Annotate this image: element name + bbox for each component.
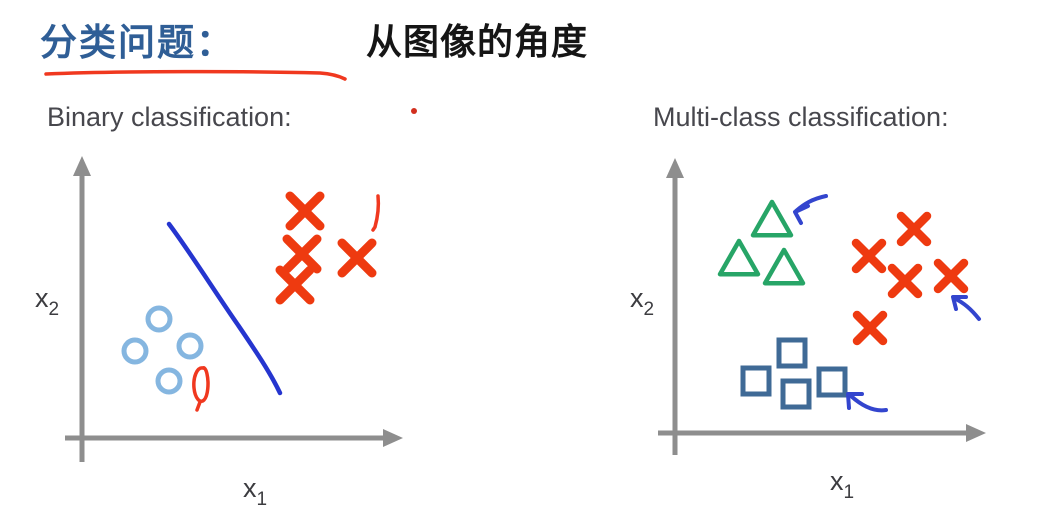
arrow-to-x-cluster [951, 295, 981, 321]
green-triangle-class-marker [762, 247, 806, 286]
red-pen-loop [192, 366, 210, 412]
page-subtitle-chinese: 从图像的角度 [366, 22, 589, 63]
red-dot [411, 108, 417, 114]
red-x-class-marker [852, 310, 888, 346]
multi-y-axis-label: x2 [630, 283, 654, 320]
blue-circle-class-marker [121, 337, 149, 365]
red-x-class-marker [337, 238, 377, 278]
title-red-underline [44, 69, 347, 81]
red-x-class-marker [275, 265, 315, 305]
arrow-to-squares [846, 392, 888, 413]
binary-data-layer [121, 191, 381, 412]
binary-x-axis-label: x1 [243, 473, 267, 510]
green-triangle-class-marker [717, 238, 761, 277]
red-x-class-marker [896, 211, 932, 247]
blue-square-class-marker [740, 365, 772, 397]
red-x-class-marker [282, 234, 322, 274]
green-triangle-class-marker [750, 199, 794, 238]
binary-panel-heading: Binary classification: [47, 102, 292, 132]
multi-x-axis-label: x1 [830, 466, 854, 503]
red-x-class-marker [285, 191, 325, 231]
red-x-class-marker [933, 258, 969, 294]
multi-axes: x2 x1 [630, 158, 986, 503]
multi-data-layer [717, 194, 981, 413]
multi-panel-heading: Multi-class classification: [653, 102, 949, 132]
blue-circle-class-marker [176, 332, 204, 360]
binary-y-axis-arrow [73, 156, 91, 176]
red-pen-stroke [371, 194, 381, 232]
decision-boundary [166, 221, 283, 396]
handwritten-ink-layer [44, 69, 417, 114]
red-x-class-marker [851, 238, 887, 274]
blue-circle-class-marker [145, 305, 173, 333]
blue-square-class-marker [816, 366, 848, 398]
blue-square-class-marker [776, 337, 808, 369]
page-title-chinese: 分类问题： [40, 21, 235, 64]
binary-axes: x2 x1 [35, 156, 403, 510]
multi-x-axis-arrow [966, 424, 986, 442]
multi-y-axis-arrow [666, 158, 684, 178]
arrow-to-triangles [793, 194, 828, 225]
red-x-class-marker [887, 263, 923, 299]
blue-square-class-marker [780, 378, 812, 410]
binary-x-axis-arrow [383, 429, 403, 447]
blue-circle-class-marker [155, 367, 183, 395]
binary-y-axis-label: x2 [35, 283, 59, 320]
